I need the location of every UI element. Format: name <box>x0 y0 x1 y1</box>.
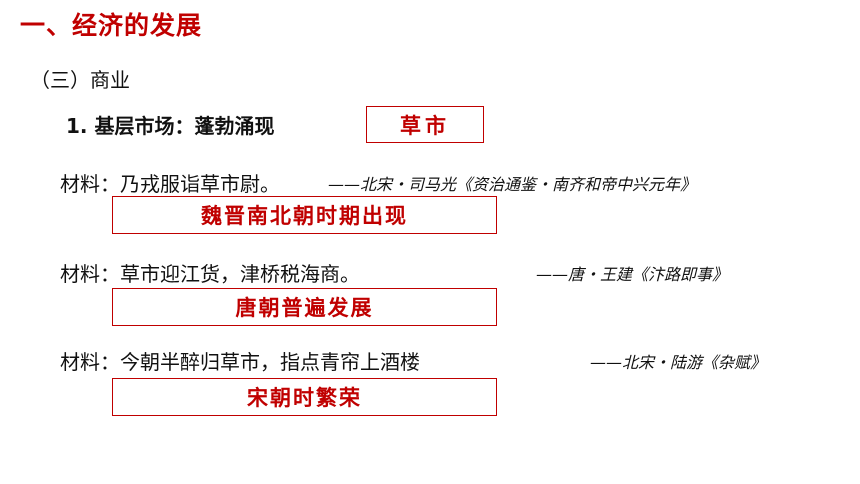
conclusion-box-1: 魏晋南北朝时期出现 <box>112 196 497 234</box>
conclusion-box-2: 唐朝普遍发展 <box>112 288 497 326</box>
material-source-1: ——北宋・司马光《资治通鉴・南齐和帝中兴元年》 <box>328 175 697 194</box>
material-source-3: ——北宋・陆游《杂赋》 <box>590 353 767 372</box>
material-text-1: 材料：乃戎服诣草市尉。 <box>60 172 280 196</box>
material-text-2: 材料：草市迎江货，津桥税海商。 <box>60 262 360 286</box>
page-title: 一、经济的发展 <box>20 11 203 40</box>
section-heading: （三）商业 <box>30 68 130 92</box>
material-text-3: 材料：今朝半醉归草市，指点青帘上酒楼 <box>60 350 420 374</box>
conclusion-box-3: 宋朝时繁荣 <box>112 378 497 416</box>
point-label: 1. 基层市场：蓬勃涌现 <box>66 114 275 138</box>
material-source-2: ——唐・王建《汴路即事》 <box>536 265 729 284</box>
answer-box-caoshi: 草市 <box>366 106 484 143</box>
